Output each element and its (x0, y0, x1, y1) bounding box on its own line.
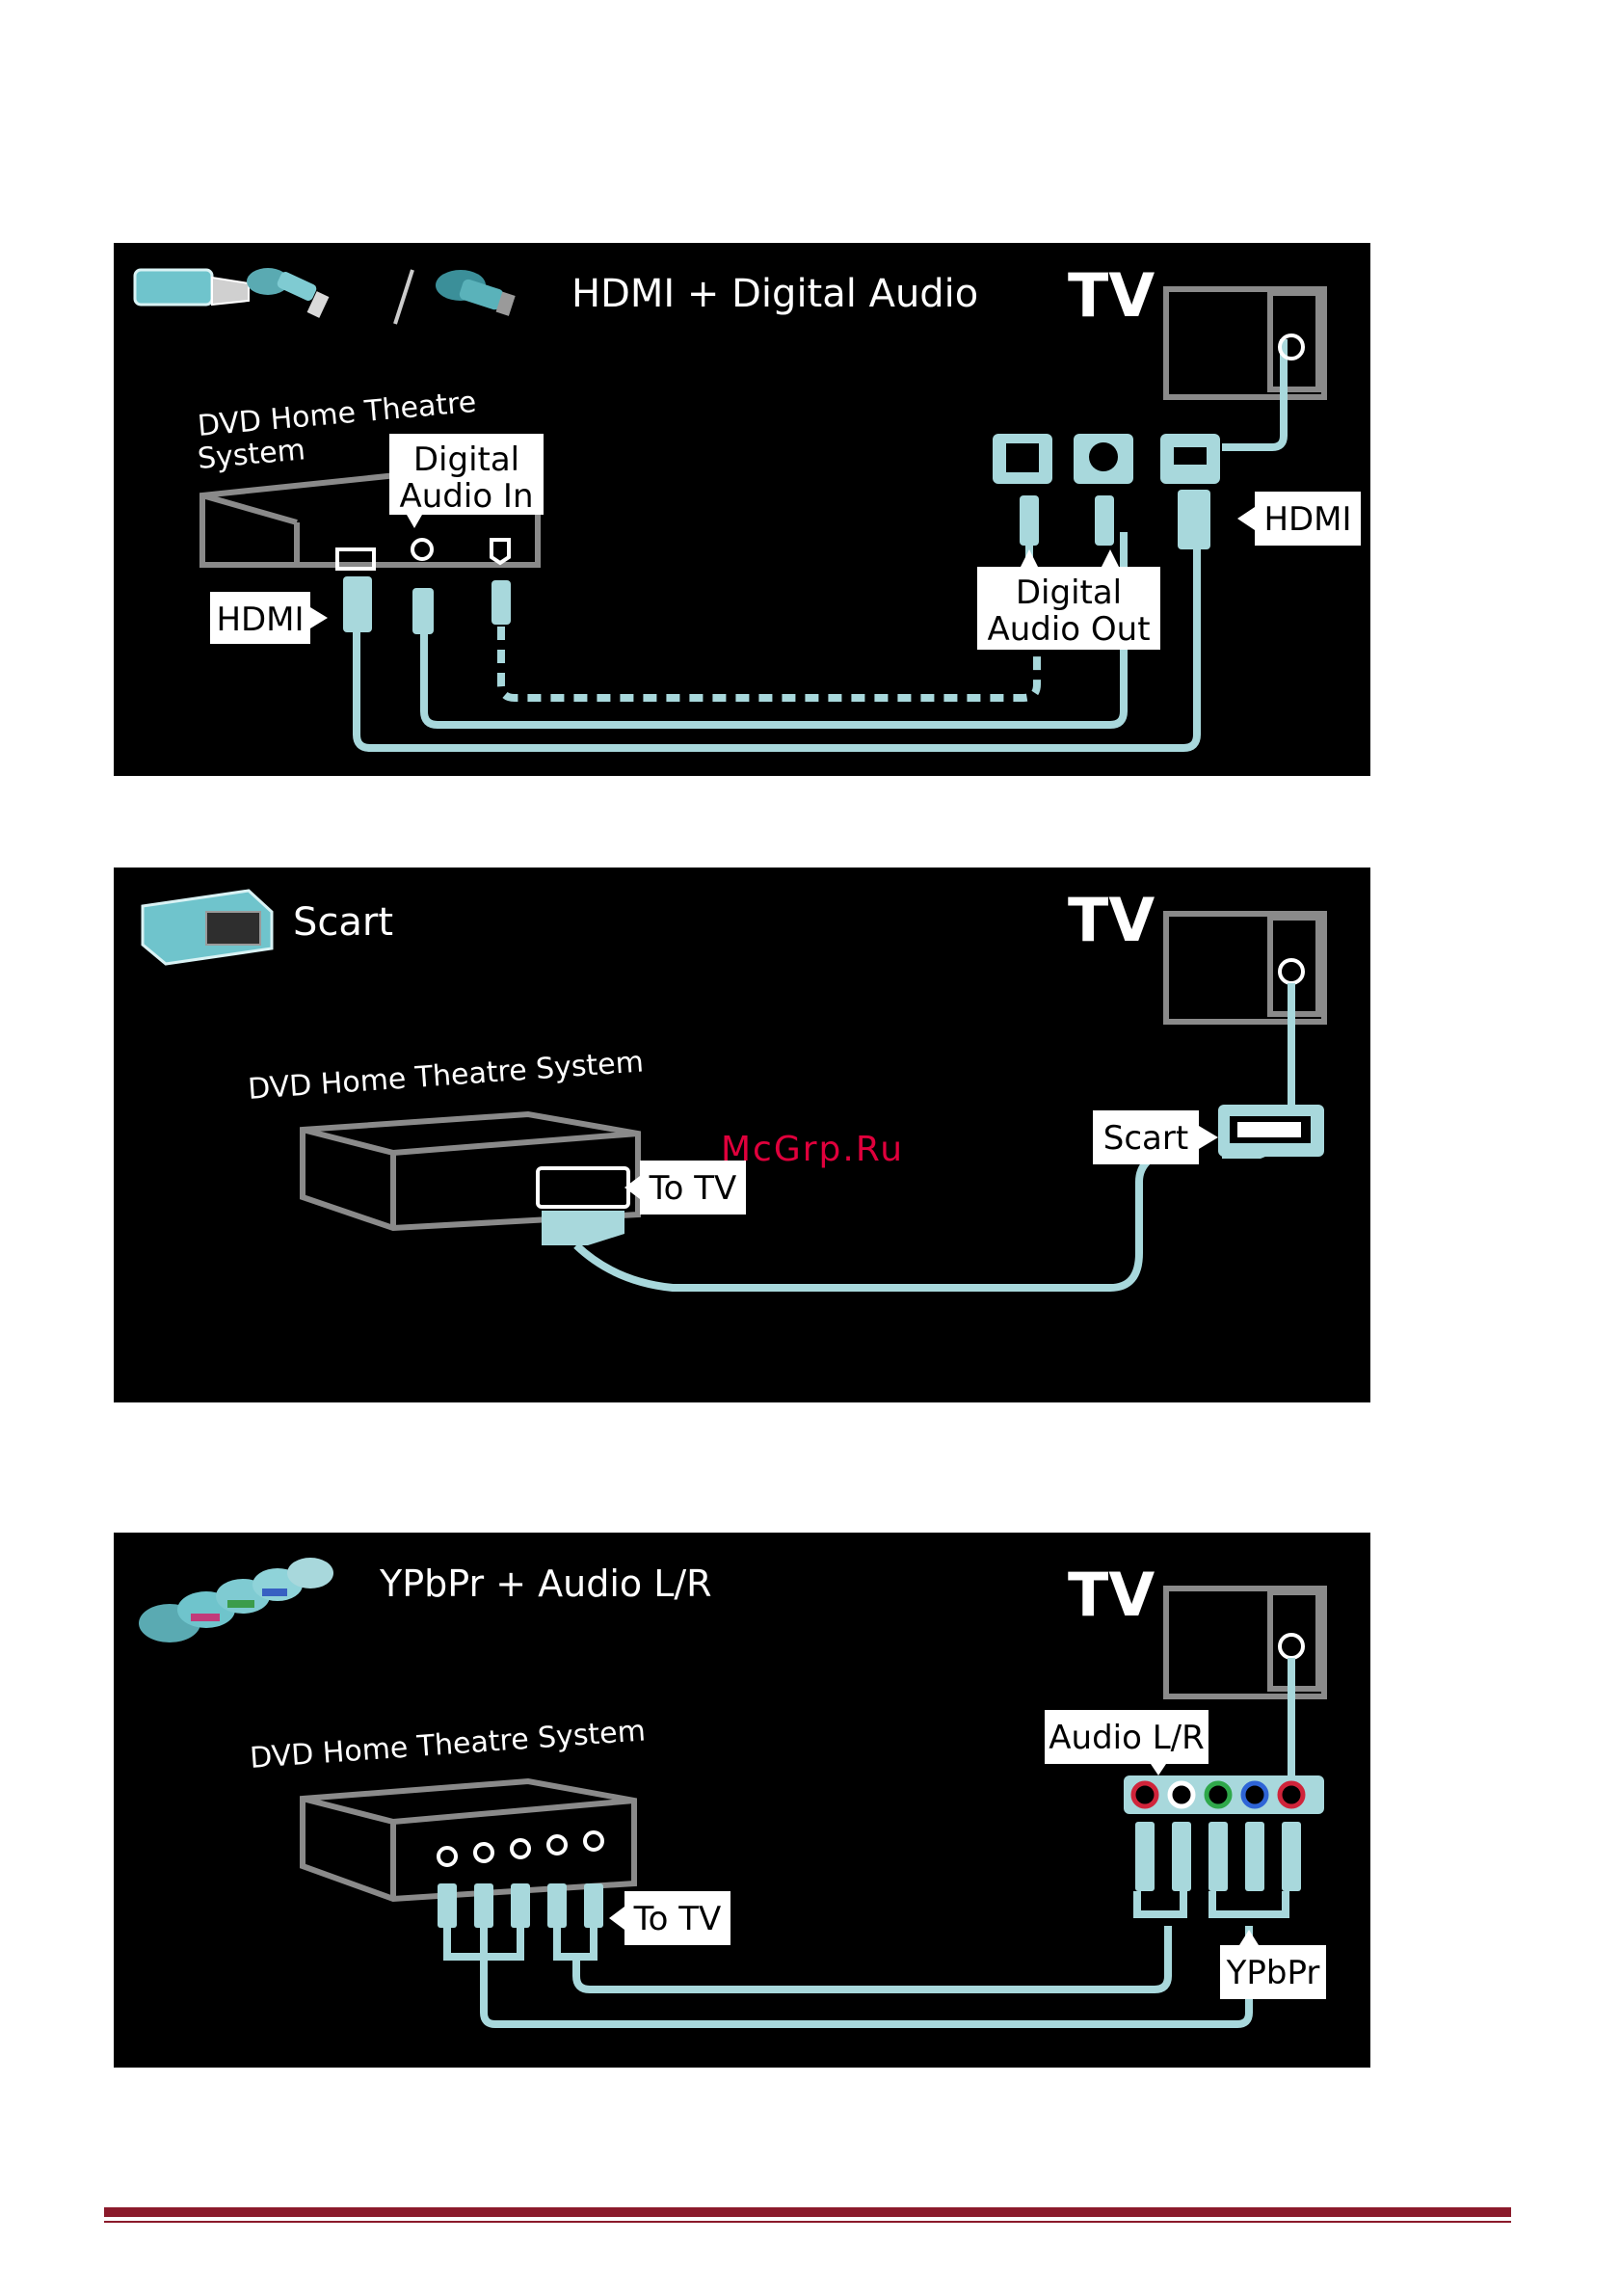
tv-pr-port (1280, 1783, 1303, 1806)
coaxial-in-port (412, 540, 432, 559)
tv-y-port (1207, 1783, 1230, 1806)
coaxial-plug-tv (1095, 495, 1114, 546)
device-rca-plugs (438, 1883, 603, 1928)
tv-pb-port (1243, 1783, 1266, 1806)
panel-title: Scart (293, 900, 393, 945)
scart-port-device (538, 1168, 628, 1207)
cable-group (447, 1891, 1286, 2024)
callout-text-digital: Digital (413, 441, 519, 479)
callout-text-audio-out: Audio Out (987, 610, 1150, 649)
panel-ypbpr-audio: YPbPr + Audio L/R TV DVD Home Theatre Sy… (114, 1533, 1370, 2068)
optical-cable-dashed (501, 627, 1037, 698)
callout-text-audio-in: Audio In (399, 477, 533, 516)
callout-scart: Scart (1093, 1110, 1218, 1164)
separator-slash (395, 270, 412, 324)
optical-plug-device (491, 580, 511, 625)
hdmi-plug-device (343, 576, 372, 632)
coaxial-plug-icon (247, 268, 329, 318)
tv-input-circle (1280, 1635, 1303, 1658)
callout-audio-lr: Audio L/R (1045, 1710, 1208, 1775)
callout-ypbpr: YPbPr (1220, 1930, 1326, 1999)
diagram-ypbpr-audio: YPbPr + Audio L/R TV DVD Home Theatre Sy… (114, 1533, 1370, 2068)
panel-hdmi-digital-audio: HDMI + Digital Audio TV DVD Home Theatre… (114, 243, 1370, 776)
callout-to-tv: To TV (609, 1891, 730, 1945)
tv-internal-cable (1222, 339, 1284, 447)
callout-text-to-tv: To TV (649, 1169, 737, 1208)
rca-plugs-icon (139, 1558, 333, 1642)
footer-rule (104, 2207, 1511, 2217)
ypbpr-cable (484, 1926, 1249, 2024)
panel-title: HDMI + Digital Audio (571, 272, 978, 316)
tv-audio-l-port (1170, 1783, 1193, 1806)
optical-plug-icon (436, 270, 516, 316)
tv-label: TV (1068, 1560, 1155, 1630)
scart-plug-device (542, 1211, 624, 1245)
callout-digital-audio-in: Digital Audio In (389, 434, 544, 528)
diagram-hdmi-digital-audio: HDMI + Digital Audio TV DVD Home Theatre… (114, 243, 1370, 776)
footer-rule-thin (104, 2221, 1511, 2223)
watermark: McGrp.Ru (721, 1130, 904, 1169)
optical-plug-tv (1020, 495, 1039, 546)
tv-audio-r-port (1133, 1783, 1156, 1806)
callout-text-hdmi-right: HDMI (1263, 500, 1351, 539)
callout-text-scart: Scart (1103, 1119, 1188, 1158)
callout-text-ypbpr: YPbPr (1226, 1954, 1320, 1992)
device-label: DVD Home Theatre System (247, 1045, 645, 1107)
panel-title: YPbPr + Audio L/R (379, 1562, 712, 1605)
device-label: DVD Home Theatre System (249, 1714, 647, 1775)
callout-text-audio-lr: Audio L/R (1049, 1719, 1204, 1757)
tv-label: TV (1068, 260, 1155, 331)
callout-text-to-tv: To TV (633, 1900, 722, 1938)
optical-in-port (491, 540, 509, 563)
coaxial-plug-device (412, 588, 434, 634)
hdmi-connector-icon (135, 270, 249, 305)
tv-port-panel (993, 434, 1220, 484)
tv-label: TV (1068, 885, 1155, 955)
callout-text-hdmi-left: HDMI (216, 601, 304, 639)
tv-audio-bridge (1137, 1891, 1183, 1914)
hdmi-plug-tv (1178, 490, 1210, 549)
callout-hdmi-right: HDMI (1237, 492, 1361, 546)
device-rca-ports (438, 1832, 602, 1865)
tv-input-circle (1280, 960, 1303, 983)
callout-hdmi-left: HDMI (210, 592, 328, 644)
video-cable-bridge-mid (484, 1928, 520, 1957)
audio-cable-bridge (557, 1928, 594, 1957)
tv-video-bridge (1212, 1891, 1286, 1914)
callout-text-digital-out: Digital (1016, 574, 1122, 612)
video-cable-bridge-left (447, 1928, 484, 1957)
tv-scart-port (1218, 1105, 1324, 1157)
scart-connector-icon (143, 891, 272, 964)
tv-rca-port-panel (1124, 1775, 1324, 1814)
tv-rca-plugs (1135, 1822, 1301, 1891)
callout-digital-audio-out: Digital Audio Out (977, 549, 1160, 650)
